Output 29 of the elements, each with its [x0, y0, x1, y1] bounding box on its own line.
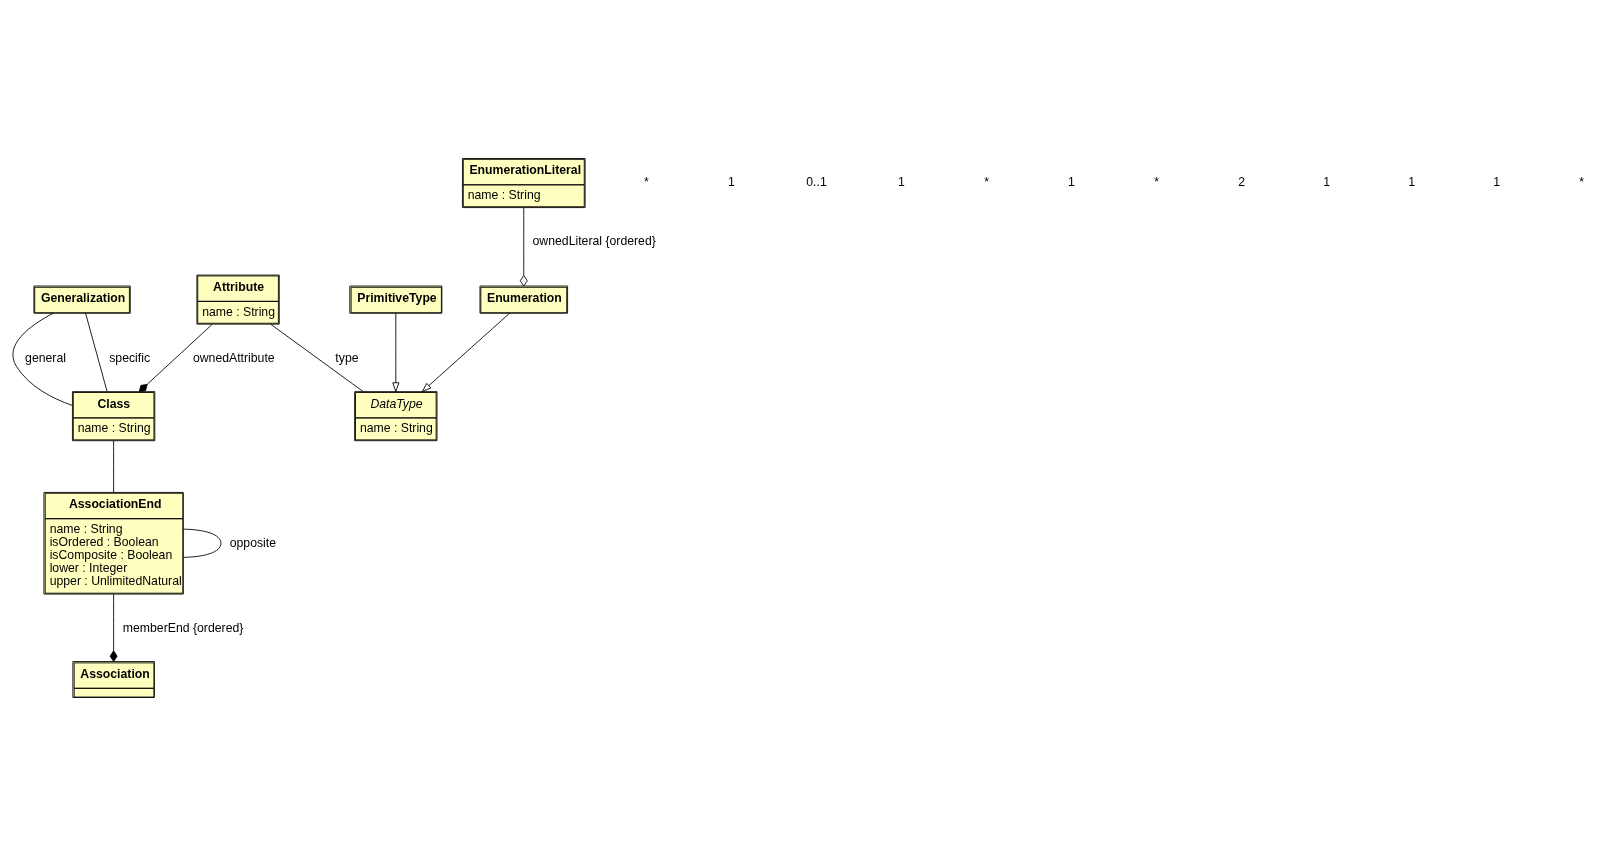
- connector: [270, 323, 364, 392]
- connector: [12, 312, 73, 406]
- label: *: [1154, 174, 1159, 189]
- connector: [138, 323, 213, 392]
- connector: [109, 593, 118, 662]
- edge-label: memberEnd {ordered}: [122, 620, 244, 634]
- arrow: [421, 312, 511, 392]
- label: *: [644, 174, 649, 189]
- arrow: [392, 312, 400, 392]
- label: *: [1579, 174, 1584, 189]
- edge-label: general: [25, 350, 66, 365]
- edge-label: type: [335, 350, 359, 365]
- connector: [85, 312, 108, 392]
- label: 1: [1493, 174, 1500, 189]
- edge-label: specific: [109, 350, 151, 365]
- label: *: [984, 174, 989, 189]
- label: 1: [1408, 174, 1415, 189]
- edge-label: ownedAttribute: [192, 350, 275, 365]
- label: 0..1: [806, 174, 827, 189]
- connector: [113, 439, 115, 493]
- label: 1: [1323, 174, 1330, 189]
- label: 1: [898, 174, 905, 189]
- edge-label: ownedLiteral {ordered}: [532, 233, 656, 248]
- connector: [519, 206, 528, 286]
- label: 1: [1068, 174, 1075, 189]
- connector: [182, 528, 222, 558]
- label: 2: [1238, 174, 1245, 189]
- edge-label: opposite: [229, 535, 277, 550]
- label: 1: [728, 174, 735, 189]
